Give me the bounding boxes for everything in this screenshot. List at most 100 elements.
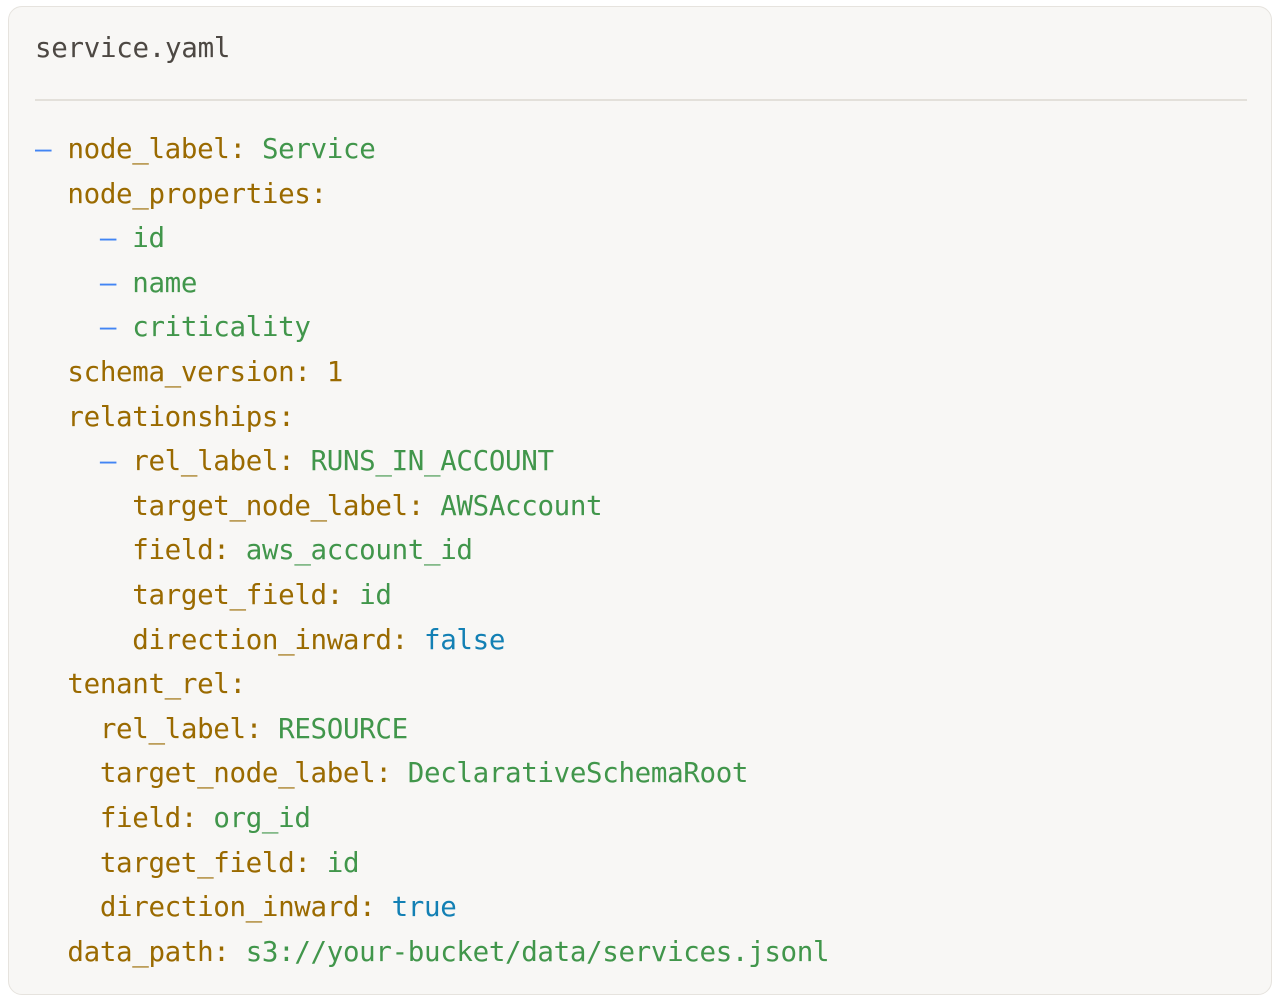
yaml-key: field — [132, 534, 214, 567]
yaml-line: field: org_id — [35, 796, 1255, 841]
yaml-colon: : — [310, 177, 328, 210]
yaml-key: direction_inward — [99, 891, 360, 924]
yaml-value: RESOURCE — [278, 712, 408, 745]
yaml-space — [51, 133, 67, 165]
yaml-key: direction_inward — [132, 623, 392, 656]
yaml-colon: : — [326, 578, 344, 611]
yaml-value: org_id — [213, 801, 311, 834]
yaml-colon: : — [180, 801, 198, 834]
yaml-colon: : — [278, 400, 295, 433]
yaml-space — [116, 267, 132, 299]
yaml-space — [116, 445, 132, 477]
title-divider — [35, 99, 1247, 101]
yaml-indent — [35, 891, 100, 923]
yaml-line: node_properties: — [35, 172, 1255, 217]
yaml-line: target_field: id — [35, 573, 1255, 618]
yaml-colon: : — [229, 668, 247, 701]
yaml-key: rel_label — [132, 445, 279, 478]
yaml-value: id — [132, 222, 165, 255]
yaml-key: field — [99, 801, 181, 834]
yaml-indent — [35, 713, 100, 745]
yaml-dash-bullet: – — [99, 311, 117, 344]
yaml-indent — [35, 445, 100, 477]
yaml-code-card: service.yaml – node_label: Service node_… — [8, 6, 1272, 995]
yaml-indent — [35, 490, 132, 522]
yaml-key: target_field — [99, 846, 295, 879]
yaml-space — [116, 311, 132, 343]
yaml-space — [375, 891, 391, 923]
yaml-value: 1 — [326, 355, 344, 388]
yaml-key: schema_version — [67, 355, 295, 388]
yaml-colon: : — [375, 757, 392, 790]
yaml-indent — [35, 847, 100, 879]
yaml-line: tenant_rel: — [35, 662, 1255, 707]
yaml-value: criticality — [132, 311, 311, 344]
yaml-space — [294, 445, 310, 477]
yaml-line: – rel_label: RUNS_IN_ACCOUNT — [35, 439, 1255, 484]
yaml-line: target_field: id — [35, 841, 1255, 886]
yaml-space — [262, 713, 278, 745]
yaml-code-block: – node_label: Service node_properties: –… — [35, 127, 1255, 974]
yaml-value: id — [359, 578, 392, 611]
file-name-title: service.yaml — [35, 32, 231, 64]
yaml-line: direction_inward: false — [35, 618, 1255, 663]
yaml-key: target_node_label — [132, 489, 408, 522]
yaml-colon: : — [213, 935, 230, 968]
yaml-space — [230, 534, 246, 566]
yaml-key: target_node_label — [99, 757, 376, 790]
yaml-indent — [35, 267, 100, 299]
yaml-dash-bullet: – — [99, 445, 117, 478]
yaml-space — [116, 222, 132, 254]
yaml-space — [343, 579, 359, 611]
yaml-indent — [35, 802, 100, 834]
yaml-colon: : — [407, 489, 425, 522]
yaml-indent — [35, 356, 67, 388]
yaml-indent — [35, 757, 100, 789]
yaml-space — [246, 133, 262, 165]
yaml-line: schema_version: 1 — [35, 350, 1255, 395]
yaml-key: relationships — [67, 400, 279, 433]
yaml-space — [408, 624, 424, 656]
yaml-colon: : — [359, 891, 376, 924]
yaml-space — [311, 847, 327, 879]
yaml-dash-bullet: – — [35, 133, 52, 165]
yaml-indent — [35, 222, 100, 254]
yaml-line: target_node_label: DeclarativeSchemaRoot — [35, 751, 1255, 796]
yaml-key: rel_label — [99, 712, 246, 745]
yaml-colon: : — [213, 534, 230, 567]
yaml-key: tenant_rel — [67, 668, 230, 701]
yaml-space — [392, 757, 408, 789]
yaml-space — [197, 802, 213, 834]
yaml-line: field: aws_account_id — [35, 528, 1255, 573]
yaml-value: false — [424, 623, 506, 656]
yaml-indent — [35, 668, 67, 700]
yaml-indent — [35, 936, 67, 968]
yaml-key: target_field — [132, 578, 327, 611]
yaml-value: name — [132, 266, 198, 299]
yaml-indent — [35, 534, 132, 566]
yaml-line: direction_inward: true — [35, 885, 1255, 930]
yaml-indent — [35, 579, 132, 611]
yaml-dash-bullet: – — [99, 266, 117, 299]
yaml-value: s3://your-bucket/data/services.jsonl — [245, 935, 830, 968]
yaml-colon: : — [229, 133, 247, 165]
yaml-value: aws_account_id — [245, 534, 473, 567]
yaml-line: – id — [35, 216, 1255, 261]
yaml-colon: : — [391, 623, 409, 656]
yaml-dash-bullet: – — [99, 222, 117, 255]
yaml-indent — [35, 401, 67, 433]
yaml-key: node_label — [67, 133, 230, 165]
yaml-value: Service — [261, 133, 376, 165]
yaml-line: – criticality — [35, 305, 1255, 350]
yaml-key: data_path — [67, 935, 214, 968]
yaml-colon: : — [278, 445, 295, 478]
yaml-colon: : — [294, 355, 311, 388]
yaml-value: AWSAccount — [440, 489, 603, 522]
yaml-value: true — [391, 891, 457, 924]
yaml-indent — [35, 178, 67, 210]
yaml-key: node_properties — [67, 177, 311, 210]
yaml-indent — [35, 624, 132, 656]
yaml-value: RUNS_IN_ACCOUNT — [310, 445, 554, 478]
yaml-colon: : — [245, 712, 263, 745]
yaml-line: rel_label: RESOURCE — [35, 707, 1255, 752]
